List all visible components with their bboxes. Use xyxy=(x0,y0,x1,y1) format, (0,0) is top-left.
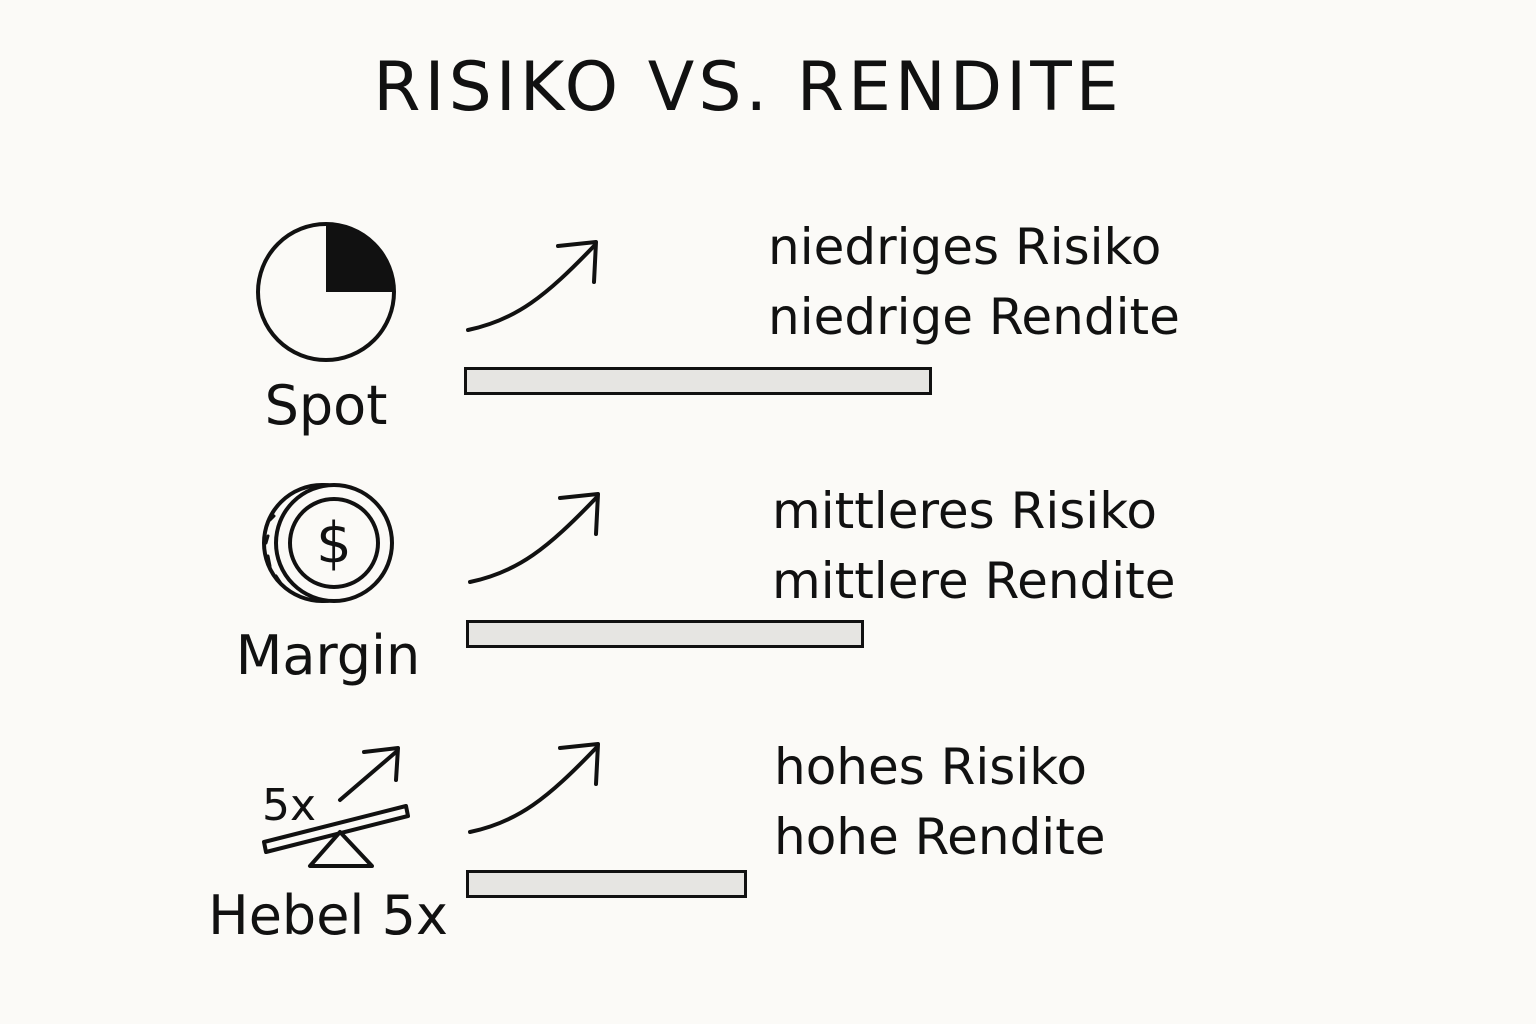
risk-bar xyxy=(466,870,747,898)
arrow-up-right-icon xyxy=(468,742,600,834)
row-label-spot: Spot xyxy=(264,374,388,437)
risk-return-text: hohes Risiko hohe Rendite xyxy=(774,732,1106,872)
risk-bar xyxy=(464,367,932,395)
pie-chart-icon xyxy=(256,222,396,362)
return-text: hohe Rendite xyxy=(774,808,1106,866)
return-text: mittlere Rendite xyxy=(772,552,1176,610)
diagram-title: RISIKO VS. RENDITE xyxy=(373,48,1123,127)
risk-text: hohes Risiko xyxy=(774,738,1088,796)
svg-text:$: $ xyxy=(316,511,352,576)
risk-return-text: mittleres Risiko mittlere Rendite xyxy=(772,476,1176,616)
row-label-hebel: Hebel 5x xyxy=(208,884,448,947)
risk-return-text: niedriges Risiko niedrige Rendite xyxy=(768,212,1180,352)
risk-bar xyxy=(466,620,864,648)
lever-icon-text: 5x xyxy=(262,780,316,831)
risk-text: mittleres Risiko xyxy=(772,482,1157,540)
row-label-margin: Margin xyxy=(235,624,421,687)
dollar-coin-icon: $ xyxy=(262,483,394,603)
risk-text: niedriges Risiko xyxy=(768,218,1162,276)
lever-icon: 5x xyxy=(262,746,410,868)
arrow-up-right-icon xyxy=(466,240,598,332)
return-text: niedrige Rendite xyxy=(768,288,1180,346)
arrow-up-right-icon xyxy=(468,492,600,584)
